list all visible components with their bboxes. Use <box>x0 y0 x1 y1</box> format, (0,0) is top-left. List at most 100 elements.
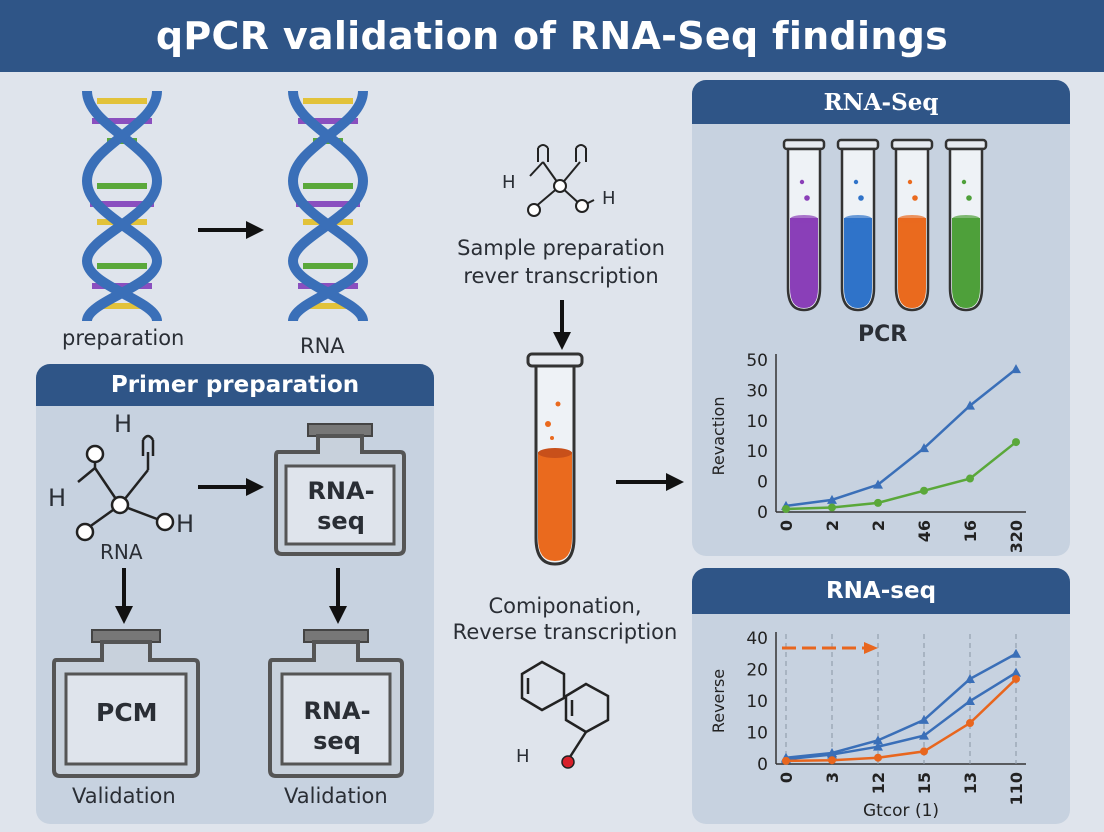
molecule-h-left: H <box>48 484 67 512</box>
molecule-icon <box>527 144 595 217</box>
data-point <box>965 696 975 705</box>
primer-panel-heading: Primer preparation <box>36 364 434 406</box>
down-arrow-icon <box>553 300 571 350</box>
data-point <box>965 673 975 683</box>
flask-icon <box>268 629 404 778</box>
data-point <box>1012 674 1020 683</box>
sample-prep-line2: rever transcription <box>463 264 659 288</box>
y-axis-label: Reverse <box>709 669 728 733</box>
data-point <box>966 474 974 483</box>
data-point <box>1011 667 1021 677</box>
y-tick-label: 10 <box>746 412 768 432</box>
dna-helix-left <box>81 90 163 323</box>
benzene-molecule-icon <box>520 660 610 769</box>
x-tick-label: 15 <box>915 772 934 794</box>
data-point <box>965 400 975 410</box>
x-tick-label: 0 <box>777 520 796 531</box>
data-point <box>827 749 837 759</box>
data-point <box>873 741 883 751</box>
label-preparation: preparation <box>62 326 185 350</box>
test-tube-2 <box>836 138 880 312</box>
y-tick-label: 50 <box>746 351 768 371</box>
series-line-2 <box>785 441 1017 511</box>
series-line-3 <box>785 678 1017 763</box>
flask-label-rnaseq-top: RNA- seq <box>307 477 375 535</box>
y-tick-label: 10 <box>746 724 768 744</box>
x-tick-label: 13 <box>961 772 980 794</box>
data-point <box>828 503 836 512</box>
dna-helix-right <box>287 90 369 323</box>
data-point <box>1012 438 1020 447</box>
comp-line1: Comiponation, <box>488 594 642 618</box>
test-tube-3 <box>890 138 934 312</box>
dashed-arrow-head-icon <box>864 642 878 654</box>
data-point <box>966 719 974 728</box>
data-point <box>782 504 790 513</box>
y-axis-label: Revaction <box>709 397 728 476</box>
down-arrow-icon <box>115 568 133 624</box>
test-tube-1 <box>782 138 826 312</box>
middle-h-left: H <box>502 172 516 193</box>
right-arrow-icon <box>198 478 264 496</box>
pcr-label: PCR <box>858 322 908 347</box>
data-point <box>1011 648 1021 658</box>
test-tube-row <box>782 138 988 312</box>
x-tick-label: 12 <box>869 772 888 794</box>
flask-icon <box>52 629 200 778</box>
data-point <box>782 756 790 765</box>
title-bar: qPCR validation of RNA-Seq findings <box>0 0 1104 72</box>
series-line-2 <box>785 671 1017 761</box>
down-arrow-icon <box>329 568 347 624</box>
flask-label-rnaseq-bottom: RNA- seq <box>303 697 371 755</box>
x-tick-label: 0 <box>777 772 796 783</box>
data-point <box>873 735 883 745</box>
data-point <box>919 443 929 453</box>
data-point <box>920 747 928 756</box>
data-point <box>1011 364 1021 374</box>
data-point <box>873 479 883 489</box>
middle-h-right: H <box>602 188 616 209</box>
data-point <box>874 753 882 762</box>
molecule-h-top: H <box>114 410 133 438</box>
series-line-1 <box>785 368 1017 508</box>
y-tick-label: 20 <box>746 661 768 681</box>
flask-label-pcm: PCM <box>96 698 158 727</box>
y-tick-label: 40 <box>746 629 768 649</box>
x-tick-label: 16 <box>961 520 980 542</box>
molecule-h-right: H <box>176 510 195 538</box>
y-tick-label: 10 <box>746 442 768 462</box>
validation-label-left: Validation <box>72 784 176 808</box>
y-tick-label: 30 <box>746 381 768 401</box>
x-tick-label: 3 <box>823 772 842 783</box>
molecule-rna-label: RNA <box>100 540 143 564</box>
y-tick-label: 0 <box>757 503 768 523</box>
data-point <box>827 494 837 504</box>
x-tick-label: 2 <box>869 520 888 531</box>
data-point <box>919 714 929 724</box>
series-line-1 <box>785 652 1017 759</box>
data-point <box>920 486 928 495</box>
rnaseq-top-panel: RNA-Seq <box>692 80 1070 556</box>
y-tick-label: 0 <box>757 473 768 493</box>
molecule-icon <box>75 434 175 542</box>
x-tick-label: 46 <box>915 520 934 542</box>
data-point <box>828 756 836 765</box>
comp-line2: Reverse transcription <box>452 620 678 644</box>
label-rna: RNA <box>300 334 345 358</box>
test-tube-icon <box>526 352 584 566</box>
rnaseq-top-heading: RNA-Seq <box>692 80 1070 124</box>
test-tube-4 <box>944 138 988 312</box>
validation-label-right: Validation <box>284 784 388 808</box>
page-title: qPCR validation of RNA-Seq findings <box>155 14 949 58</box>
y-tick-label: 0 <box>757 755 768 775</box>
right-arrow-icon <box>198 221 264 239</box>
sample-prep-line1: Sample preparation <box>457 236 665 260</box>
rnaseq-bottom-panel: RNA-seq <box>692 568 1070 824</box>
y-tick-label: 10 <box>746 692 768 712</box>
x-axis-label: Gtcor (1) <box>863 801 939 821</box>
right-arrow-icon <box>616 473 684 491</box>
data-point <box>919 730 929 740</box>
middle-h-bottom: H <box>516 746 530 767</box>
rnaseq-bottom-heading: RNA-seq <box>692 568 1070 614</box>
